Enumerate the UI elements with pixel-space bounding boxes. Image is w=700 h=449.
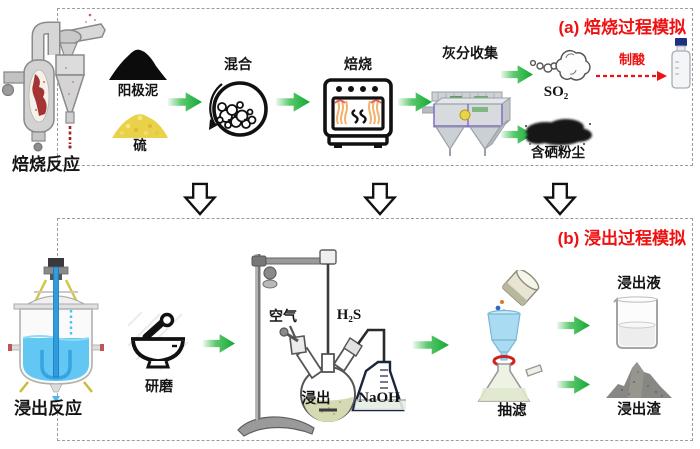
roasting-furnace-icon [2, 10, 107, 158]
filtration-label: 抽滤 [497, 403, 527, 419]
leachate-beaker-icon [612, 296, 662, 352]
acid-dashed-arrow-icon [596, 70, 668, 82]
sulfur-label: 硫 [133, 138, 147, 153]
se-dust-label: 含硒粉尘 [531, 145, 585, 160]
h2s-label: H₂S [336, 307, 362, 323]
so2-cloud-icon [526, 42, 592, 90]
retort-stand-flask-icon [234, 242, 406, 440]
suction-filtration-icon [458, 270, 562, 404]
so2-label: SO₂ [543, 84, 569, 100]
down-arrow-icon [542, 182, 578, 217]
roasting-reactor-label: 焙烧反应 [12, 155, 80, 174]
section-a-frame [57, 8, 693, 166]
leaching-label: 浸出 [301, 391, 331, 407]
roasting-label: 焙烧 [344, 56, 372, 72]
mortar-pestle-icon [126, 312, 190, 372]
glass-reactor-icon [8, 258, 104, 404]
roasting-oven-icon [322, 72, 394, 150]
down-arrow-icon [362, 182, 398, 217]
residue-pile-icon [604, 358, 674, 400]
grinding-label: 研磨 [145, 378, 173, 394]
ash-collection-label: 灰分收集 [442, 45, 498, 61]
anode-slime-pile-icon [107, 44, 169, 82]
anode-slime-label: 阳极泥 [117, 83, 159, 98]
acid-bottle-icon [666, 38, 696, 90]
bag-filter-icon [422, 74, 517, 160]
sulfur-pile-icon [110, 106, 170, 140]
acid-making-label: 制酸 [618, 52, 645, 67]
naoh-label: NaOH [358, 390, 400, 406]
section-b-title: (b) 浸出过程模拟 [557, 229, 686, 248]
air-label: 空气 [269, 308, 297, 324]
leachate-label: 浸出液 [617, 276, 661, 292]
selenium-dust-icon [518, 112, 598, 150]
leaching-reactor-label: 浸出反应 [14, 399, 82, 418]
section-a-title: (a) 焙烧过程模拟 [558, 18, 687, 37]
down-arrow-icon [182, 182, 218, 217]
mixing-label: 混合 [224, 56, 252, 72]
residue-label: 浸出渣 [617, 402, 661, 418]
ball-mill-icon [205, 76, 271, 142]
